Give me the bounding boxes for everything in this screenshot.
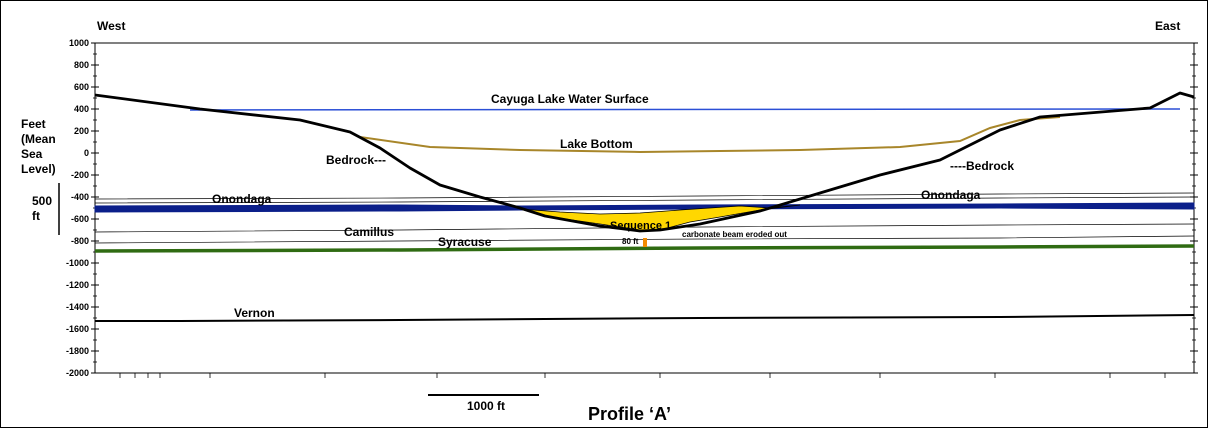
y-tick-label: -1400 — [66, 302, 89, 312]
vertical-scale-value: 500 — [32, 194, 52, 208]
east-label: East — [1155, 19, 1180, 33]
y-tick-label: 200 — [74, 126, 89, 136]
water-surface-label: Cayuga Lake Water Surface — [491, 92, 649, 106]
strata-lines — [94, 192, 1195, 244]
y-tick-label: -1600 — [66, 324, 89, 334]
water-surface-line — [189, 108, 1181, 111]
bedrock-west-label: Bedrock--- — [326, 153, 386, 167]
stratum-line-3 — [94, 223, 1195, 233]
camillus-label: Camillus — [344, 225, 394, 239]
vertical-scale-unit: ft — [32, 209, 40, 223]
eighty-ft-marker — [643, 238, 647, 247]
stratum-line-1 — [94, 192, 1195, 200]
y-tick-label: -400 — [71, 192, 89, 202]
profile-title: Profile ‘A’ — [588, 404, 671, 424]
carbonate-beam-label: carbonate beam eroded out — [682, 230, 787, 239]
bedrock-line — [94, 91, 1195, 233]
y-tick-label: 800 — [74, 60, 89, 70]
y-tick-label: -1000 — [66, 258, 89, 268]
y-tick-label: -800 — [71, 236, 89, 246]
y-axis-label-line-4: Level) — [21, 162, 56, 176]
x-axis-ticks — [119, 373, 1166, 378]
vernon-layer — [95, 314, 1195, 322]
eighty-ft-label: 80 ft — [622, 237, 639, 246]
y-axis-label-line-1: Feet — [21, 117, 46, 131]
stratum-line-4 — [94, 235, 1195, 244]
bedrock-east-label: ----Bedrock — [950, 159, 1014, 173]
y-axis-label-line-2: (Mean — [21, 132, 56, 146]
y-tick-label: -1800 — [66, 346, 89, 356]
lake-bottom-line — [359, 116, 1061, 154]
vernon-label: Vernon — [234, 306, 275, 320]
y-tick-label: -600 — [71, 214, 89, 224]
syracuse-label: Syracuse — [438, 235, 492, 249]
y-tick-label: 400 — [74, 104, 89, 114]
y-tick-label: -200 — [71, 170, 89, 180]
onondaga-layer — [94, 202, 1195, 213]
y-axis: 1000 800 600 400 200 0 -200 -400 -600 -800 -1000 -1… — [66, 38, 99, 378]
onondaga-east-label: Onondaga — [921, 188, 981, 202]
y-tick-label: 0 — [84, 148, 89, 158]
y-tick-label: -1200 — [66, 280, 89, 290]
y-tick-label: 1000 — [69, 38, 89, 48]
stratum-line-2 — [94, 196, 1195, 204]
onondaga-west-label: Onondaga — [212, 192, 272, 206]
y-axis-label-line-3: Sea — [21, 147, 43, 161]
lake-bottom-label: Lake Bottom — [560, 137, 633, 151]
y-tick-label: 600 — [74, 82, 89, 92]
syracuse-layer — [94, 244, 1195, 253]
horizontal-scale-label: 1000 ft — [467, 399, 505, 413]
sequence-1-label: Sequence 1 — [610, 220, 671, 232]
y-tick-label: -2000 — [66, 368, 89, 378]
west-label: West — [97, 19, 125, 33]
